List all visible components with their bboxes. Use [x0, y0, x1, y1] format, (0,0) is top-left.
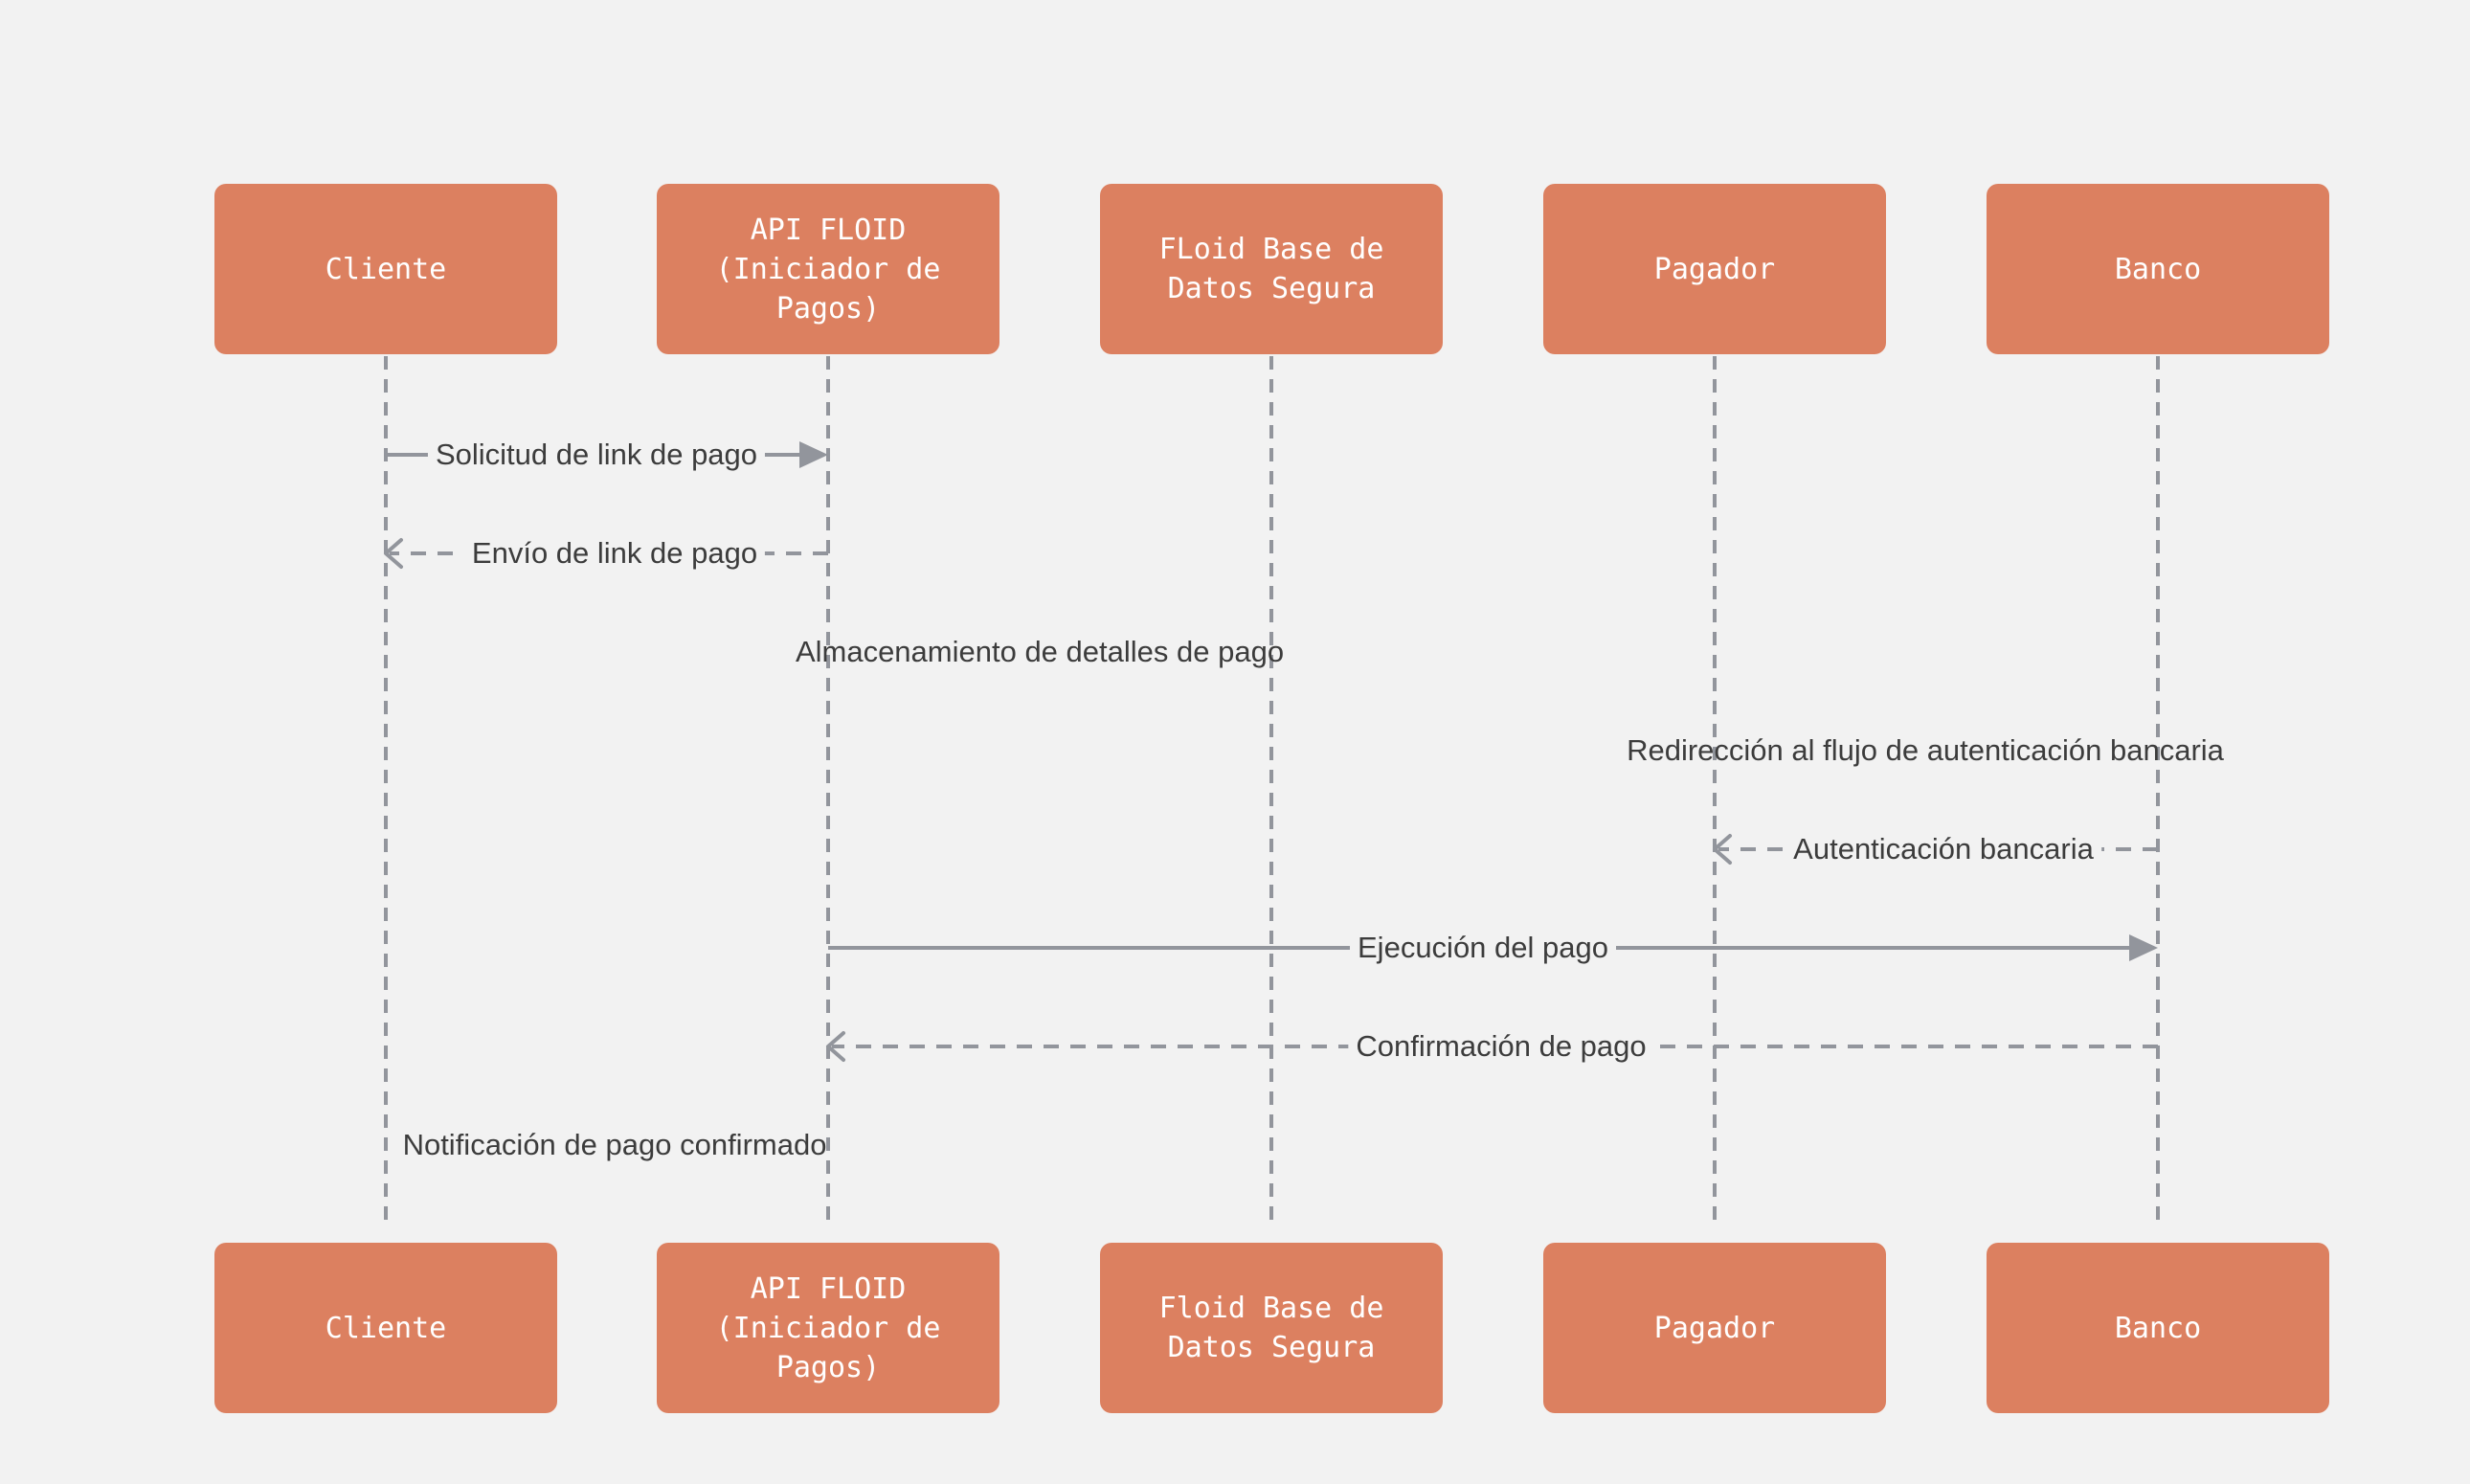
actor-label: Pagador — [1653, 1311, 1776, 1345]
actor-label: Banco — [2114, 1311, 2202, 1345]
actor-label: Floid Base de Datos Segura — [1158, 1292, 1384, 1364]
arrowhead-open-1 — [384, 538, 403, 569]
actor-bottom-cliente[interactable]: Cliente — [214, 1243, 557, 1413]
message-label-autenticacion: Autenticación bancaria — [1785, 830, 2101, 868]
actor-top-banco[interactable]: Banco — [1987, 184, 2329, 354]
actor-label: API FLOID (Iniciador de Pagos) — [715, 1271, 941, 1384]
arrowhead-open-4 — [1713, 834, 1732, 865]
actor-bottom-banco[interactable]: Banco — [1987, 1243, 2329, 1413]
actor-top-floid-db[interactable]: FLoid Base de Datos Segura — [1100, 184, 1443, 354]
actor-bottom-pagador[interactable]: Pagador — [1543, 1243, 1886, 1413]
message-label-notificacion: Notificación de pago confirmado — [402, 1128, 827, 1161]
actor-bottom-api-floid[interactable]: API FLOID (Iniciador de Pagos) — [657, 1243, 999, 1413]
actor-top-api-floid[interactable]: API FLOID (Iniciador de Pagos) — [657, 184, 999, 354]
actor-top-cliente[interactable]: Cliente — [214, 184, 557, 354]
arrowhead-solid-5 — [2129, 934, 2158, 961]
message-label-almacenamiento: Almacenamiento de detalles de pago — [795, 635, 1285, 668]
actor-bottom-floid-db[interactable]: Floid Base de Datos Segura — [1100, 1243, 1443, 1413]
actor-top-pagador[interactable]: Pagador — [1543, 184, 1886, 354]
message-label-redireccion: Redirección al flujo de autenticación ba… — [1627, 733, 2224, 767]
arrowhead-solid-0 — [799, 441, 828, 468]
message-label-envio: Envío de link de pago — [463, 534, 766, 573]
actor-label: Banco — [2114, 252, 2202, 286]
actor-label: Cliente — [325, 252, 447, 286]
message-label-solicitud: Solicitud de link de pago — [427, 436, 766, 474]
actor-label: Pagador — [1653, 252, 1776, 286]
actor-label: FLoid Base de Datos Segura — [1158, 233, 1384, 305]
arrowhead-open-6 — [826, 1031, 845, 1062]
actor-label: Cliente — [325, 1311, 447, 1345]
message-label-confirmacion: Confirmación de pago — [1348, 1027, 1654, 1066]
actor-label: API FLOID (Iniciador de Pagos) — [715, 213, 941, 326]
message-label-ejecucion: Ejecución del pago — [1350, 929, 1616, 967]
